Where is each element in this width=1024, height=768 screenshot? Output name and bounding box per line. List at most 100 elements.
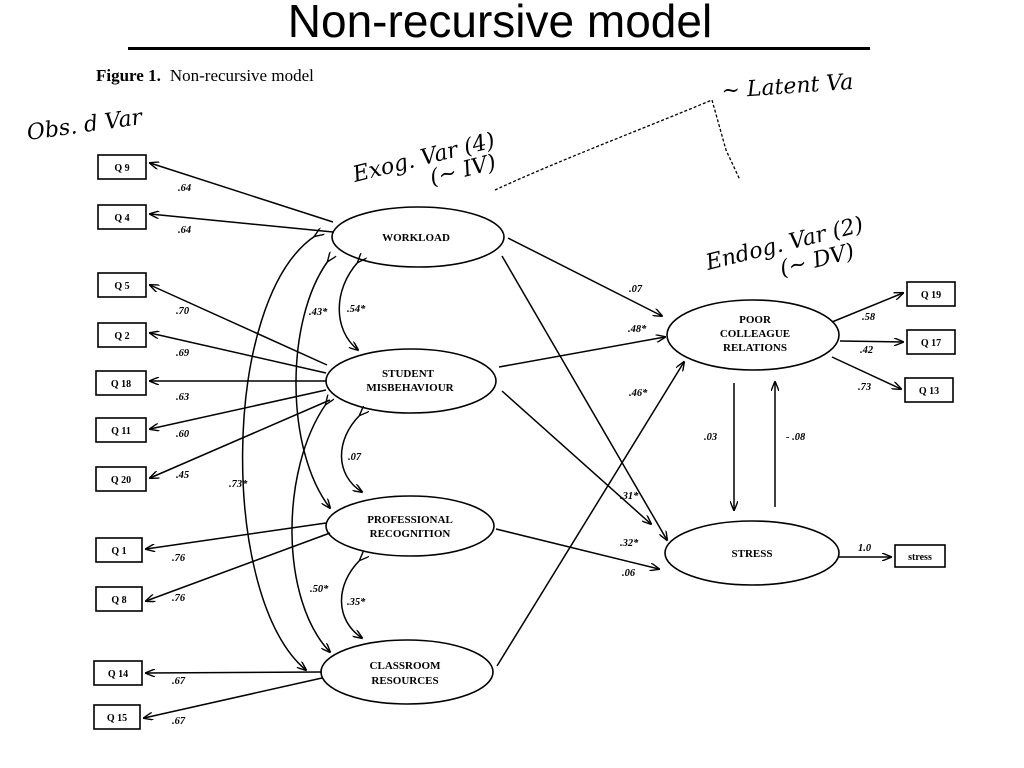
ellipse-stress bbox=[664, 520, 840, 586]
box-q9 bbox=[97, 154, 147, 180]
coef-q17: .42 bbox=[860, 345, 874, 356]
box-q4 bbox=[97, 204, 147, 230]
label-poor-1: POOR bbox=[739, 314, 772, 326]
annotation-latent: ~ Latent Va bbox=[721, 70, 854, 104]
ellipse-professional-recognition bbox=[325, 495, 495, 557]
coef-q4: .64 bbox=[178, 225, 191, 236]
path-workload-stress bbox=[501, 255, 667, 540]
observed-boxes-left bbox=[93, 154, 147, 730]
box-stress bbox=[894, 544, 946, 568]
label-q13: Q 13 bbox=[919, 386, 939, 397]
correlation-curves bbox=[241, 236, 362, 670]
arrow-poor-q19 bbox=[831, 293, 903, 323]
coef-p-c-outer: .50* bbox=[310, 584, 329, 595]
label-student-1: STUDENT bbox=[382, 368, 435, 380]
figure-caption: Figure 1. Non-recursive model bbox=[96, 66, 314, 85]
coef-q14: .67 bbox=[172, 676, 186, 687]
path-student-stress bbox=[501, 390, 651, 524]
label-stress: STRESS bbox=[732, 548, 773, 560]
coef-w-c: .73* bbox=[229, 479, 248, 490]
title-underline bbox=[128, 47, 870, 50]
box-q15 bbox=[93, 704, 141, 730]
box-q2 bbox=[97, 322, 147, 348]
arrow-poor-q17 bbox=[839, 341, 903, 342]
ellipse-student-misbehaviour bbox=[325, 348, 497, 414]
label-q9: Q 9 bbox=[114, 163, 129, 174]
path-workload-poor bbox=[507, 237, 662, 316]
box-q1 bbox=[95, 537, 143, 563]
label-student-2: MISBEHAVIOUR bbox=[366, 382, 454, 394]
slide-title: Non-recursive model bbox=[287, 0, 713, 47]
coef-q19: .58 bbox=[862, 312, 876, 323]
box-q20 bbox=[95, 466, 147, 492]
coef-s-poor: .48* bbox=[628, 324, 647, 335]
label-poor-2: COLLEAGUE bbox=[720, 328, 790, 340]
coef-q1: .76 bbox=[172, 553, 186, 564]
coef-stress-box: 1.0 bbox=[858, 543, 872, 554]
loading-arrows-right bbox=[831, 293, 903, 557]
observed-boxes-right bbox=[894, 281, 956, 568]
latent-labels: WORKLOAD STUDENT MISBEHAVIOUR PROFESSION… bbox=[366, 232, 790, 687]
arrow-poor-q13 bbox=[831, 356, 901, 389]
coef-w-poor: .07 bbox=[629, 284, 643, 295]
coef-q18: .63 bbox=[176, 392, 189, 403]
coef-q13: .73 bbox=[858, 382, 871, 393]
path-classroom-poor bbox=[496, 362, 684, 667]
box-q18 bbox=[95, 370, 147, 396]
path-professional-stress bbox=[495, 528, 659, 569]
structural-paths bbox=[495, 237, 775, 667]
arrow-classroom-q15 bbox=[144, 677, 323, 718]
box-q17 bbox=[906, 329, 956, 355]
arrow-professional-q8 bbox=[146, 532, 331, 601]
label-q19: Q 19 bbox=[921, 290, 941, 301]
label-q11: Q 11 bbox=[111, 426, 131, 437]
label-professional-2: RECOGNITION bbox=[370, 528, 451, 540]
curve-workload-student bbox=[338, 262, 358, 350]
coefficient-labels: .64 .64 .70 .69 .63 .60 .45 .76 .76 .67 … bbox=[172, 183, 876, 727]
coef-stress-poor: - .08 bbox=[786, 432, 806, 443]
label-classroom-1: CLASSROOM bbox=[370, 660, 442, 672]
label-q14: Q 14 bbox=[108, 669, 128, 680]
coef-w-s-inner: .54* bbox=[347, 304, 366, 315]
observed-labels-right: Q 19 Q 17 Q 13 stress bbox=[908, 290, 941, 563]
coef-p-stress: .06 bbox=[622, 568, 636, 579]
annotation-observed-var: Obs. d Var bbox=[25, 105, 145, 146]
coef-q15: .67 bbox=[172, 716, 186, 727]
coef-s-p: .07 bbox=[348, 452, 362, 463]
label-q18: Q 18 bbox=[111, 379, 131, 390]
coef-w-stress: .32* bbox=[620, 538, 639, 549]
latent-ellipses bbox=[320, 206, 840, 705]
label-poor-3: RELATIONS bbox=[723, 342, 787, 354]
coef-q20: .45 bbox=[176, 470, 189, 481]
box-q14 bbox=[93, 660, 143, 686]
label-q1: Q 1 bbox=[111, 546, 126, 557]
box-q11 bbox=[95, 417, 147, 443]
box-q8 bbox=[95, 586, 143, 612]
label-q8: Q 8 bbox=[111, 595, 126, 606]
coef-c-poor: .46* bbox=[629, 388, 648, 399]
ellipse-workload bbox=[331, 206, 505, 268]
figure-caption-text: Non-recursive model bbox=[170, 66, 314, 85]
ellipse-poor-colleague-relations bbox=[666, 299, 840, 371]
coef-p-c-inner: .35* bbox=[347, 597, 366, 608]
coef-q9: .64 bbox=[178, 183, 191, 194]
curve-student-professional bbox=[340, 415, 362, 492]
label-stress-box: stress bbox=[908, 552, 932, 563]
arrow-professional-q1 bbox=[146, 522, 327, 549]
coef-q2: .69 bbox=[176, 348, 190, 359]
label-q20: Q 20 bbox=[111, 475, 131, 486]
loading-arrows-left bbox=[144, 163, 334, 718]
coef-s-stress: .31* bbox=[620, 491, 639, 502]
coef-w-s-outer: .43* bbox=[309, 307, 328, 318]
path-student-poor bbox=[498, 337, 665, 368]
label-q4: Q 4 bbox=[114, 213, 129, 224]
observed-labels-left: Q 9 Q 4 Q 5 Q 2 Q 18 Q 11 Q 20 Q 1 Q 8 Q… bbox=[107, 163, 131, 724]
arrow-workload-q9 bbox=[150, 163, 334, 223]
figure-caption-label: Figure 1. bbox=[96, 66, 161, 85]
label-workload: WORKLOAD bbox=[382, 232, 450, 244]
curve-student-classroom bbox=[291, 404, 330, 652]
label-q5: Q 5 bbox=[114, 281, 129, 292]
annotation-connector-line bbox=[494, 99, 741, 191]
coef-q5: .70 bbox=[176, 306, 190, 317]
box-q13 bbox=[904, 377, 954, 403]
